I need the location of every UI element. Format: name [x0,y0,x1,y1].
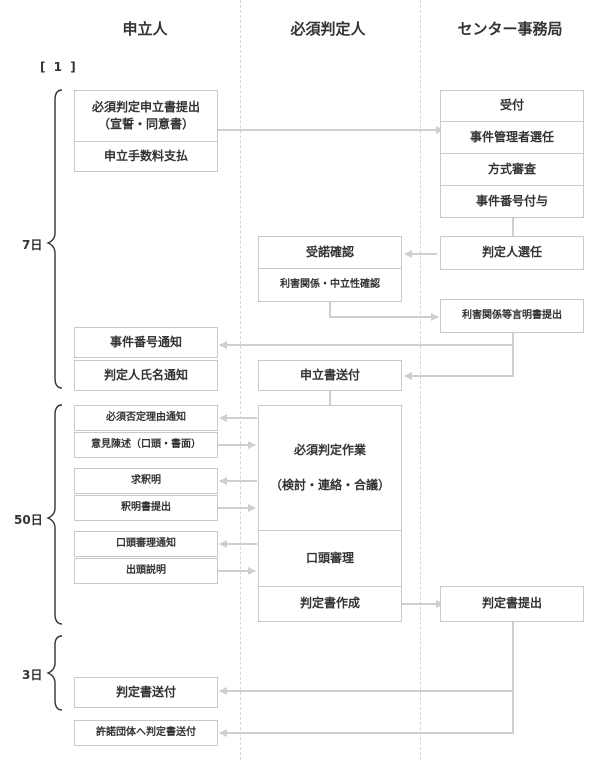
applicant-submit-box: 必須判定申立書提出 （宣誓・同意書） [74,90,218,142]
section-label: [ 1 ] [40,60,78,74]
receipt-box: 受付 [440,90,584,122]
phase-label-3days: 3日 [22,668,43,682]
decision-submit-box: 判定書提出 [440,586,584,622]
format-review-box: 方式審査 [440,153,584,186]
case-number-assign-box: 事件番号付与 [440,185,584,218]
clarification-request-box: 求釈明 [74,468,218,494]
rejection-reason-notice-box: 必須否定理由通知 [74,405,218,431]
acceptance-confirm-box: 受諾確認 [258,236,402,269]
applicant-fee-box: 申立手数料支払 [74,141,218,172]
oral-hearing-notice-box: 口頭審理通知 [74,531,218,557]
application-sent-box: 申立書送付 [258,360,402,391]
case-manager-box: 事件管理者選任 [440,121,584,154]
column-header-applicant: 申立人 [122,20,168,38]
phase-label-50days: 50日 [14,513,43,527]
decision-draft-box: 判定書作成 [258,586,402,622]
interest-statement-box: 利害関係等言明書提出 [440,299,584,333]
clarification-doc-box: 釈明書提出 [74,495,218,521]
oral-hearing-box: 口頭審理 [258,530,402,587]
column-divider-left [240,0,241,760]
phase-braces [46,89,63,711]
judge-name-notice-box: 判定人氏名通知 [74,360,218,391]
judgment-work-box: 必須判定作業 （検討・連絡・合議） [258,405,402,531]
licensing-body-sent-box: 許諾団体へ判定書送付 [74,720,218,746]
column-header-judge: 必須判定人 [290,20,366,38]
case-number-notice-box: 事件番号通知 [74,327,218,358]
interest-check-box: 利害関係・中立性確認 [258,268,402,302]
column-header-center: センター事務局 [457,20,563,38]
column-divider-right [420,0,421,760]
judge-selection-box: 判定人選任 [440,236,584,270]
decision-sent-box: 判定書送付 [74,677,218,708]
opinion-statement-box: 意見陳述（口頭・書面） [74,432,218,458]
phase-label-7days: 7日 [22,238,43,252]
appearance-explanation-box: 出頭説明 [74,558,218,584]
